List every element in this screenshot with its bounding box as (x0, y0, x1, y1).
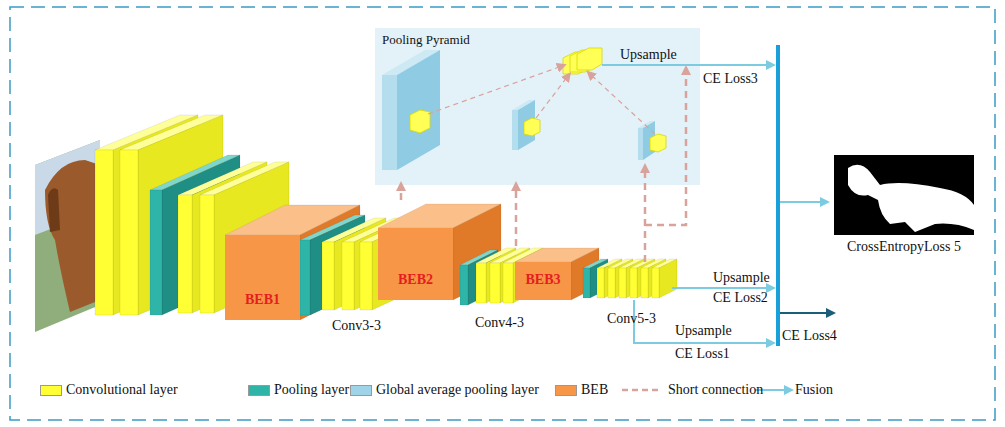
layer-face (608, 268, 615, 298)
output-node: CrossEntropyLoss 5 (826, 155, 982, 255)
diagram-label: Upsample (675, 323, 732, 339)
layer-face (138, 115, 223, 315)
panel-heading: Pooling Pyramid (382, 32, 700, 48)
diagram-label: CE Loss2 (713, 290, 768, 306)
layer-face (120, 150, 138, 315)
pyramid-layers (382, 48, 666, 170)
legend-text: Global average pooling layer (376, 382, 539, 398)
layer-face (95, 150, 113, 315)
layer-face (490, 263, 500, 303)
beb-block: BEB2 (378, 228, 453, 300)
loss4-arrow (780, 312, 832, 314)
beb-block: BEB3 (515, 262, 571, 300)
layer-face (641, 268, 648, 298)
diagram-label: Upsample (620, 47, 677, 63)
layer-face (659, 259, 677, 298)
pyramid-panel (375, 28, 700, 185)
input-image (35, 140, 100, 332)
legend-swatch (350, 385, 372, 396)
layer-face (360, 242, 372, 310)
layer-face (150, 190, 162, 315)
diagram-label: Conv4-3 (475, 315, 524, 331)
diagram-label: CE Loss1 (675, 346, 730, 362)
beb-block: BEB1 (225, 235, 300, 320)
layer-face (476, 263, 486, 303)
diagram-label: CE Loss4 (782, 328, 837, 344)
layer-face (460, 265, 468, 305)
frame (10, 7, 995, 420)
legend-text: BEB (581, 382, 608, 398)
layer-face (300, 240, 310, 315)
legend-short-sample (622, 389, 662, 392)
legend-text: Pooling layer (274, 382, 349, 398)
layer-face (200, 195, 214, 313)
diagram-label: Conv5-3 (607, 311, 656, 327)
fusion-bar (776, 45, 780, 346)
legend-swatch (40, 385, 62, 396)
block-label: BEB1 (245, 292, 280, 308)
layer-face (583, 268, 590, 298)
layer-face (503, 263, 513, 303)
legend-text: Convolutional layer (66, 382, 178, 398)
block-label: BEB3 (525, 272, 560, 288)
legend-text: Fusion (795, 382, 833, 398)
layer-face (630, 268, 637, 298)
layer-face (597, 268, 604, 298)
diagram-label: CE Loss3 (703, 71, 758, 87)
fusion-lines (602, 65, 826, 343)
block-label: BEB2 (398, 272, 433, 288)
legend-swatch (555, 385, 577, 396)
layer-face (178, 195, 192, 313)
layer-face (619, 268, 626, 298)
diagram-label: Upsample (713, 270, 770, 286)
output-mask (834, 155, 974, 235)
diagram-label: Conv3-3 (332, 318, 381, 334)
layer-face (652, 268, 659, 298)
layer-face (342, 242, 354, 310)
layer-face (322, 242, 334, 310)
legend-swatch (248, 385, 270, 396)
loss-label: CrossEntropyLoss 5 (847, 239, 961, 255)
legend-text: Short connection (668, 382, 763, 398)
